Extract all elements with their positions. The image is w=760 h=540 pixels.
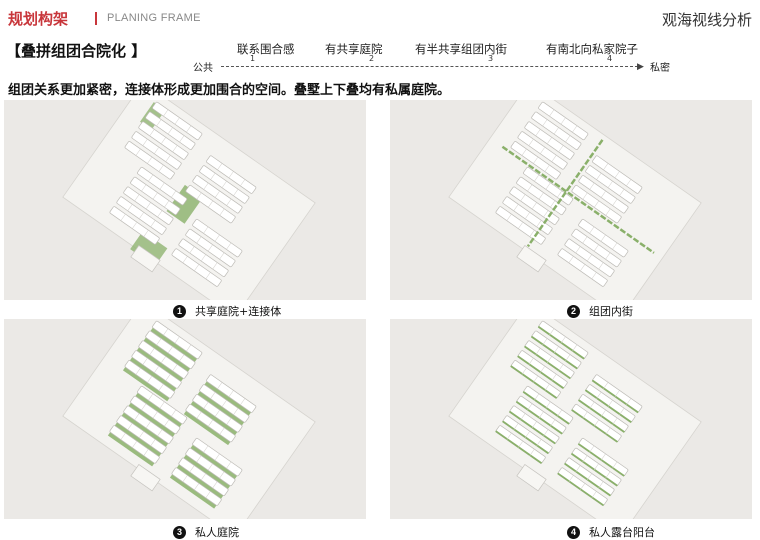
entrance-structure [516,244,547,273]
private-courtyard-highlight [136,347,184,382]
building-clusters [448,100,702,300]
scale-step-number: 2 [369,54,375,63]
section-title: 【叠拼组团合院化 】 [6,42,147,60]
private-courtyard-highlight [114,422,162,457]
site-plan-private-courtyard [4,319,366,519]
site-plan-drawing [62,100,316,300]
private-courtyard-highlight [176,464,224,499]
internal-street-highlight [526,139,604,248]
brand-subtitle: PLANING FRAME [107,12,201,24]
private-courtyard-highlight [122,367,170,402]
brand-divider [95,12,97,25]
scale-step-label: 有南北向私家院子 [546,42,638,56]
site-plan-drawing [62,319,316,519]
entrance-structure [130,244,161,273]
scale-dashed-line [221,66,638,67]
scale-public-label: 公共 [193,63,213,74]
entrance-structure [130,463,161,492]
scale-step-number: 1 [250,54,256,63]
panel-caption: 4 私人露台阳台 [567,524,655,540]
arrow-right-icon: ▶ [637,62,644,72]
panel-caption: 3 私人庭院 [173,524,239,540]
site-plan-internal-street [390,100,752,300]
site-plan-drawing [448,100,702,300]
private-courtyard-highlight [204,381,252,416]
analysis-title: 观海视线分析 [661,11,752,29]
caption-number-badge: 4 [567,525,580,539]
private-courtyard-highlight [143,337,191,372]
site-plan-drawing [448,319,702,519]
building-clusters [62,319,316,519]
panel-caption: 2 组团内街 [567,303,633,319]
header: 规划构架 PLANING FRAME 观海视线分析 [8,8,752,30]
private-courtyard-highlight [197,391,245,426]
description: 组团关系更加紧密，连接体形成更加围合的空间。叠墅上下叠均有私属庭院。 [8,83,451,98]
private-courtyard-highlight [190,444,238,480]
brand-title: 规划构架 [8,10,69,28]
entrance-structure [516,463,547,492]
private-courtyard-highlight [128,402,176,437]
private-courtyard-highlight [169,474,217,509]
public-private-scale: 联系围合感 有共享庭院 有半共享组团内街 有南北向私家院子 公共 1 2 3 4… [193,41,693,77]
private-courtyard-highlight [129,357,177,392]
site-plan-terrace-balcony [390,319,752,519]
scale-private-label: 私密 [650,63,670,74]
private-courtyard-highlight [150,327,198,362]
private-courtyard-highlight [183,410,231,446]
building-clusters [62,100,316,300]
panel-caption: 1 共享庭院+连接体 [173,303,281,319]
caption-text: 私人庭院 [195,526,239,539]
scale-step-number: 3 [488,54,494,63]
private-courtyard-highlight [183,454,231,489]
caption-number-badge: 3 [173,525,186,539]
private-courtyard-highlight [107,432,155,467]
site-plan-shared-courtyard [4,100,366,300]
caption-number-badge: 1 [173,304,186,318]
private-courtyard-highlight [135,392,182,428]
private-courtyard-highlight [121,412,169,447]
caption-number-badge: 2 [567,304,580,318]
caption-text: 共享庭院+连接体 [195,305,282,318]
scale-step-label: 有共享庭院 [325,42,383,56]
shared-courtyard-highlight [130,231,168,267]
internal-street-highlight [501,145,655,254]
scale-step-label: 联系围合感 [237,42,295,56]
caption-text: 组团内街 [589,305,633,318]
private-courtyard-highlight [190,401,238,436]
caption-text: 私人露台阳台 [589,526,655,539]
scale-step-number: 4 [607,54,613,63]
scale-step-label: 有半共享组团内街 [415,42,507,56]
building-clusters [448,319,702,519]
